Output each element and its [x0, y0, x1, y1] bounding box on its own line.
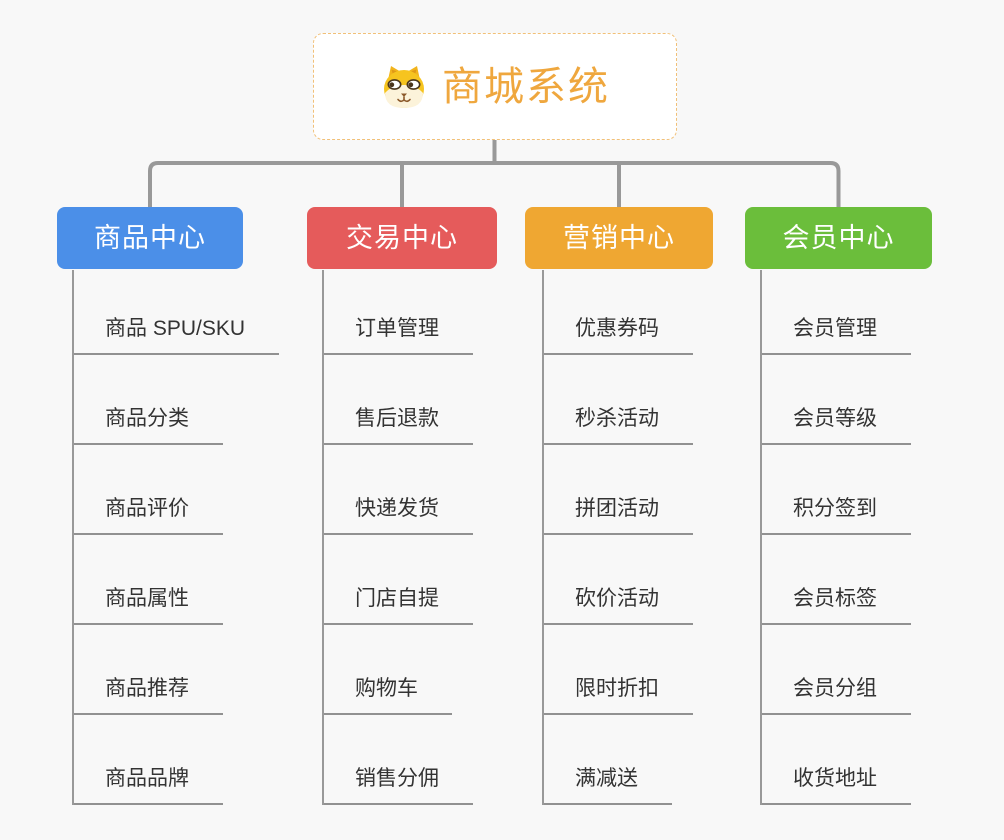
branch-trade-center[interactable]: 交易中心: [307, 207, 497, 269]
subtopic[interactable]: 购物车: [322, 669, 452, 715]
subtopic[interactable]: 商品 SPU/SKU: [72, 309, 280, 355]
branch-items-marketing: 优惠券码 秒杀活动 拼团活动 砍价活动 限时折扣 满减送: [542, 270, 693, 805]
subtopic[interactable]: 砍价活动: [542, 579, 693, 625]
branch-product-center[interactable]: 商品中心: [57, 207, 243, 269]
subtopic[interactable]: 收货地址: [760, 759, 911, 805]
root-title: 商城系统: [442, 64, 610, 109]
subtopic[interactable]: 会员等级: [760, 399, 911, 445]
subtopic[interactable]: 积分签到: [760, 489, 911, 535]
subtopic[interactable]: 优惠券码: [542, 309, 693, 355]
branch-items-member: 会员管理 会员等级 积分签到 会员标签 会员分组 收货地址: [760, 270, 911, 805]
subtopic[interactable]: 会员标签: [760, 579, 911, 625]
subtopic[interactable]: 商品评价: [72, 489, 223, 535]
branch-items-trade: 订单管理 售后退款 快递发货 门店自提 购物车 销售分佣: [322, 270, 473, 805]
root-topic[interactable]: 商城系统: [313, 33, 677, 140]
subtopic[interactable]: 会员管理: [760, 309, 911, 355]
subtopic[interactable]: 满减送: [542, 759, 672, 805]
subtopic[interactable]: 门店自提: [322, 579, 473, 625]
subtopic[interactable]: 秒杀活动: [542, 399, 693, 445]
branch-marketing-center[interactable]: 营销中心: [525, 207, 713, 269]
subtopic[interactable]: 限时折扣: [542, 669, 693, 715]
subtopic[interactable]: 商品品牌: [72, 759, 223, 805]
dog-icon: [380, 63, 428, 111]
subtopic[interactable]: 销售分佣: [322, 759, 473, 805]
subtopic[interactable]: 商品推荐: [72, 669, 223, 715]
subtopic[interactable]: 商品分类: [72, 399, 223, 445]
branch-items-product: 商品 SPU/SKU 商品分类 商品评价 商品属性 商品推荐 商品品牌: [72, 270, 280, 805]
subtopic[interactable]: 商品属性: [72, 579, 223, 625]
subtopic[interactable]: 快递发货: [322, 489, 473, 535]
branch-member-center[interactable]: 会员中心: [745, 207, 932, 269]
subtopic[interactable]: 订单管理: [322, 309, 473, 355]
subtopic[interactable]: 拼团活动: [542, 489, 693, 535]
subtopic[interactable]: 售后退款: [322, 399, 473, 445]
subtopic[interactable]: 会员分组: [760, 669, 911, 715]
